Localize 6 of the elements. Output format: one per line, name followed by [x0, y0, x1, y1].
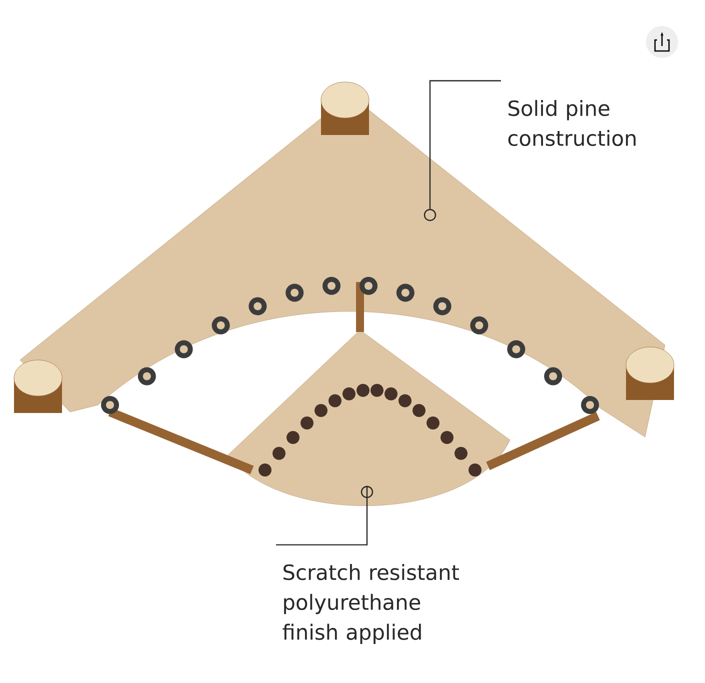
callout-text: Scratch resistant polyurethane finish applied	[282, 564, 459, 644]
leader-line	[429, 80, 501, 209]
leader-line	[276, 486, 368, 546]
callout-text: Solid pine construction	[508, 100, 636, 146]
callout-marker	[424, 208, 436, 222]
callout-marker	[360, 486, 374, 498]
